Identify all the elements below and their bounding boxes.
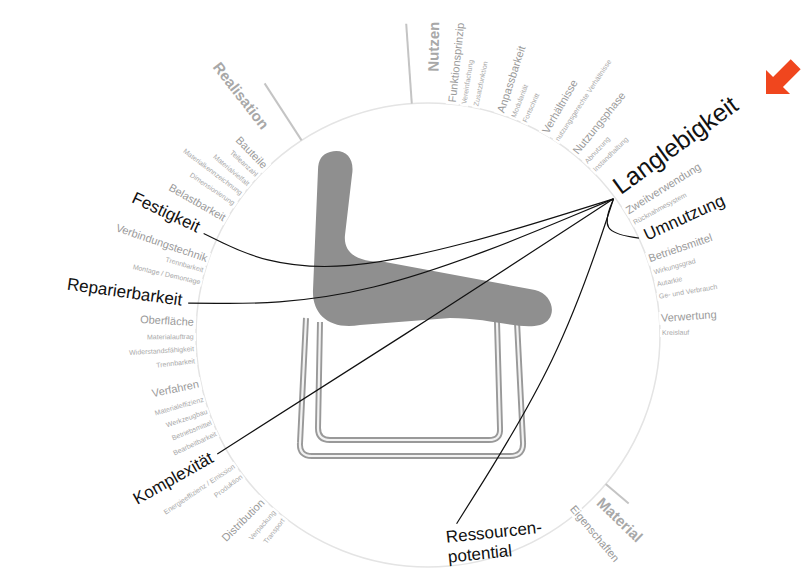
connector-line [188,199,613,304]
criterion-label: Verfahren [149,377,202,400]
sub-criterion-label: Materialauftrag [145,333,196,341]
criterion-name: Ressourcen- potential [445,515,568,566]
key-criterion: Reparierbarkeit [64,274,186,310]
connector-line [457,199,614,524]
wheel-ring [196,103,660,567]
connector-line [217,199,613,454]
criterion-label: Oberfläche [138,313,196,329]
connector-line [204,199,614,267]
sub-criterion-label: Trennbarkeit [154,357,198,370]
sub-criterion-label: Autarkie [654,274,685,288]
sector-divider [265,83,302,140]
criterion-label: Verwertung [659,308,719,325]
sub-criterion-label: Zusatzfunktion [472,59,490,109]
chair-frame [300,318,523,456]
pointer-arrow [754,52,808,106]
chair-frame-highlight [300,318,523,456]
sub-criterion-label: Widerstandsfähigkeit [127,345,196,357]
chair-frame [318,322,500,440]
key-criterion: Ressourcen- potential [443,515,570,567]
criterion-label: Anpassbarkeit [494,42,529,116]
category-label: Realisation [208,57,273,134]
sector-divider [406,24,412,104]
category-label: Nutzen [424,19,442,73]
chair-frame-highlight [318,322,500,440]
chair-illustration [300,151,552,456]
connector-group [188,199,639,524]
criterion-name: Reparierbarkeit [66,274,184,310]
sub-criterion-label: Kreislauf [660,329,691,337]
